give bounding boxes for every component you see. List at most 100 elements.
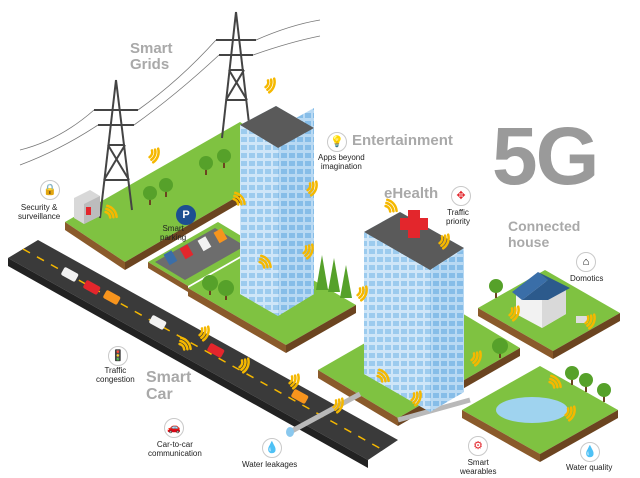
power-lines [19,19,321,166]
caption-water-quality: Water quality [566,463,613,472]
signal-wave-arc [309,180,318,197]
signal-wave-arc [259,257,269,269]
caption-car-to-car: Car-to-car communication [148,440,202,458]
caption-traffic-congestion: Traffic congestion [96,366,135,384]
lightbulb-icon: 💡 [327,132,347,152]
trees [143,149,611,402]
heading-connected-house: Connected house [508,218,581,250]
signal-wave-arc [385,201,395,213]
signal-wave-arc [234,191,246,206]
signal-wave-arc [238,359,244,369]
signal-wave-arc [267,77,276,94]
signal-wave-arc [304,244,311,257]
water-pipe [286,391,471,437]
signal-wave-arc [358,286,365,299]
signal-wave-arc [151,147,160,164]
caption-security: Security & surveillance [18,203,61,221]
caption-traffic-priority: Traffic priority [446,208,471,226]
road-cars [61,267,309,404]
road-sign-icon: ✥ [451,186,471,206]
office-tower [240,106,314,316]
signal-wave-arc [291,373,300,390]
gears-icon: ⚙ [468,436,488,456]
signal-wave-arc [386,198,398,213]
signal-wave-arc [356,287,362,297]
water-platform [462,366,618,462]
signal-wave-arc [104,210,112,219]
house [512,272,588,328]
power-pylon-right [216,11,256,139]
parked-cars [163,228,228,266]
signal-wave-arc [332,399,338,409]
signal-wave-arc [232,197,240,206]
signal-wave-arc [302,245,308,255]
signal-wave-arc [258,260,266,269]
caption-smart-wearables: Smart wearables [460,458,497,476]
signal-wave-arc [438,235,444,245]
signal-wave-arc [584,315,590,325]
signal-wave-arc [334,398,341,411]
signal-wave-arc [548,380,556,389]
signal-wave-arc [587,313,596,330]
signal-wave-arc [566,406,573,419]
signal-wave-arc [260,254,272,269]
signal-wave-arc [264,79,270,89]
signal-wave-arc [473,350,482,367]
signal-wave-arc [472,351,479,364]
signal-wave-arc [288,375,294,385]
signal-wave-arc [564,407,570,417]
signal-wave-arc [359,285,368,302]
signal-wave-arc [233,194,243,206]
signal-wave-arc [305,243,314,260]
signal-wave-arc [376,374,384,383]
signal-wave-arc [198,327,204,337]
heading-smart-grids: Smart Grids [130,40,173,73]
hospital-building [364,210,464,412]
signal-wave-arc [240,358,247,371]
traffic-light-icon: 🚦 [108,346,128,366]
headline-5g: 5G [492,111,599,202]
signal-wave-arc [378,368,390,383]
signal-wave-arc [440,234,447,247]
heading-ehealth: eHealth [384,185,439,202]
signal-wave-arc [412,391,419,404]
signal-wave-arc [201,325,210,342]
parking-icon: P [176,205,196,225]
substation [74,190,100,224]
signal-wave-arc [180,336,192,351]
caption-apps: Apps beyond imagination [318,153,365,171]
caption-water-leakages: Water leakages [242,460,298,469]
signal-wave-arc [508,307,514,317]
smart-home-icon: ⌂ [576,252,596,272]
signal-wave-arc [179,339,189,351]
signal-wave-arc [550,374,562,389]
heading-entertainment: Entertainment [352,132,453,149]
signal-wave-arc [266,78,273,91]
signal-wave-arc [413,390,422,407]
signal-wave-arc [178,342,186,351]
signal-wave-arc [150,148,157,161]
signal-waves [104,77,596,422]
signal-wave-arc [335,397,344,414]
signal-wave-arc [511,305,520,322]
signal-wave-arc [549,377,559,389]
signal-wave-arc [441,233,450,250]
signal-wave-arc [586,314,593,327]
signal-wave-arc [105,207,115,219]
power-pylon-left [94,79,138,219]
caption-parking: Smart parking [160,224,187,242]
signal-wave-arc [410,392,416,402]
signal-wave-arc [567,405,576,422]
signal-wave-arc [241,357,250,374]
signal-wave-arc [384,204,392,213]
signal-wave-arc [306,182,312,192]
signal-wave-arc [470,352,476,362]
signal-wave-arc [377,371,387,383]
signal-wave-arc [200,326,207,339]
water-drop-icon: 💧 [262,438,282,458]
lock-icon: 🔒 [40,180,60,200]
water-drop-icon-quality: 💧 [580,442,600,462]
signal-wave-arc [148,149,154,159]
